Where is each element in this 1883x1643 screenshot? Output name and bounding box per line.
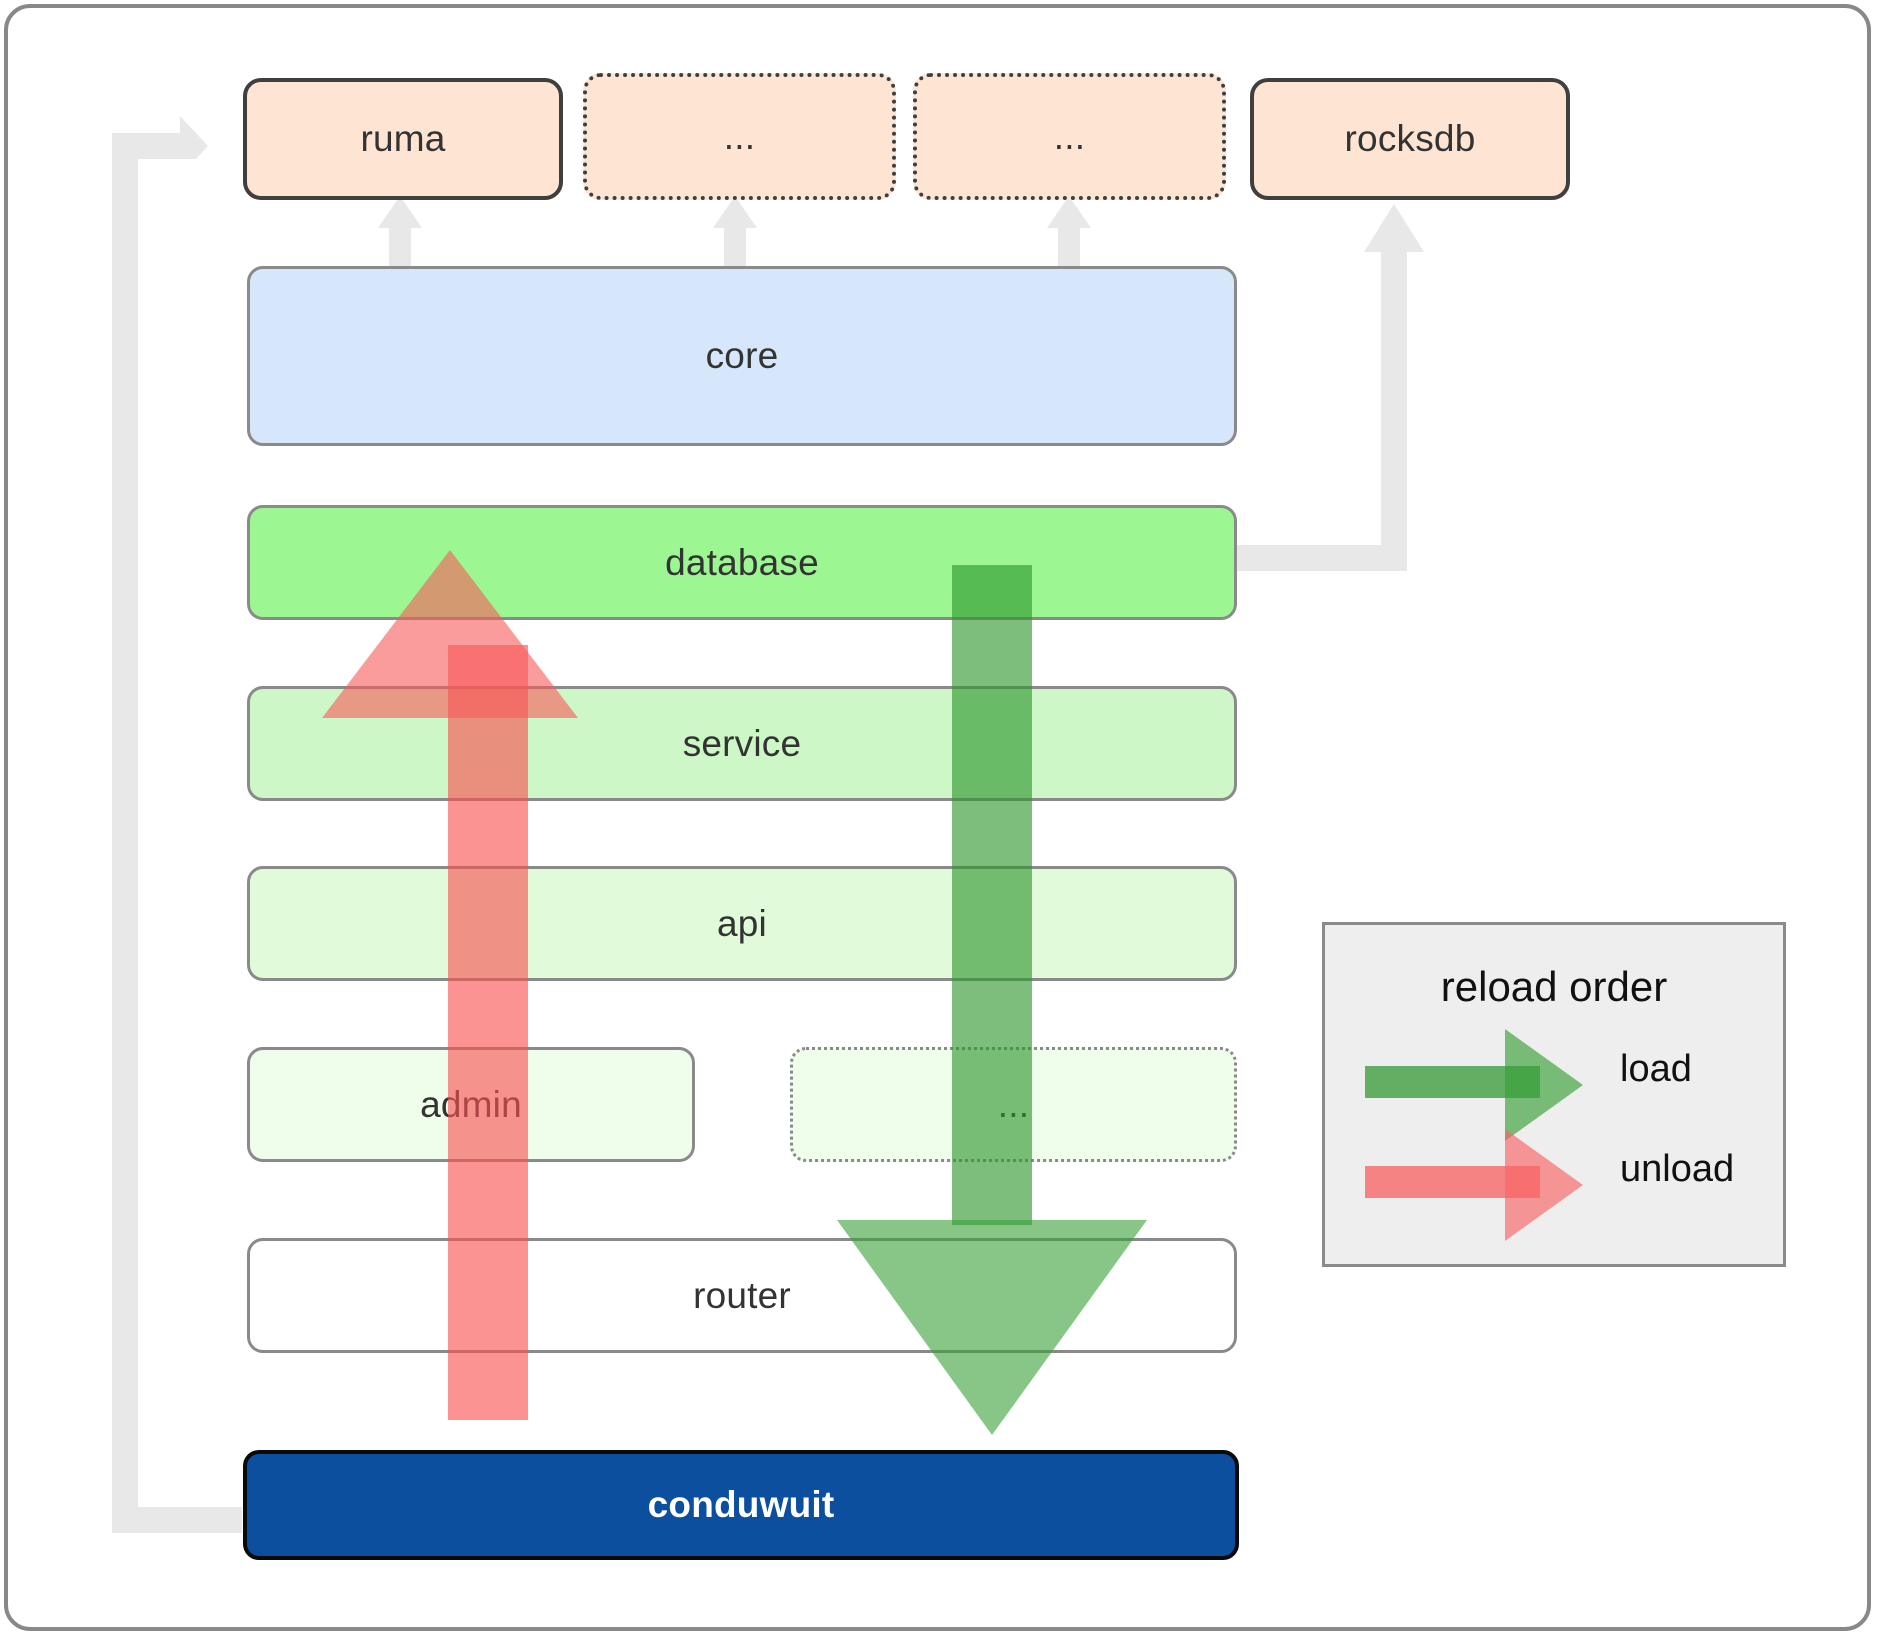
layer-label: service bbox=[682, 722, 802, 764]
connector-rocksdb-horizontal bbox=[1237, 545, 1407, 571]
arrow-stem bbox=[1058, 226, 1080, 266]
layer-label: api bbox=[717, 902, 767, 944]
layer-label: database bbox=[665, 541, 819, 583]
core-box[interactable]: core bbox=[247, 266, 1237, 446]
arrowhead-up-icon bbox=[378, 196, 422, 228]
legend-title: reload order bbox=[1440, 963, 1668, 1010]
dependency-label: ... bbox=[1053, 115, 1086, 157]
connector-rocksdb-vertical bbox=[1381, 248, 1407, 568]
arrow-stem bbox=[724, 226, 746, 266]
dependency-label: rocksdb bbox=[1344, 118, 1476, 159]
connector-trunk-bottom bbox=[112, 1507, 242, 1533]
legend-panel: reload order load unload bbox=[1322, 922, 1786, 1267]
dependency-box-2[interactable]: ... bbox=[583, 73, 896, 200]
legend-unload-arrow bbox=[1365, 1129, 1595, 1241]
unload-arrow bbox=[322, 550, 580, 1420]
unload-arrow-shaft bbox=[448, 645, 528, 1420]
legend-load-head-icon bbox=[1505, 1029, 1583, 1141]
arrow-core-to-dep2 bbox=[713, 196, 757, 266]
connector-trunk-inner-cut bbox=[138, 159, 254, 1507]
arrow-core-to-dep3 bbox=[1047, 196, 1091, 266]
diagram-frame bbox=[4, 4, 1871, 1631]
legend-unload-head-icon bbox=[1505, 1129, 1583, 1241]
arrowhead-up-icon bbox=[713, 196, 757, 228]
dependency-box-ruma[interactable]: ruma bbox=[243, 78, 563, 200]
connector-branch-ruma-horizontal bbox=[112, 133, 182, 159]
dependency-label: ruma bbox=[360, 118, 446, 159]
load-arrow bbox=[837, 565, 1147, 1435]
layer-label: router bbox=[693, 1274, 791, 1316]
load-arrow-shaft bbox=[952, 565, 1032, 1225]
legend-load-arrow bbox=[1365, 1029, 1595, 1141]
unload-arrow-head-icon bbox=[322, 550, 578, 718]
app-label: conduwuit bbox=[647, 1484, 835, 1525]
arrow-core-to-ruma bbox=[378, 196, 422, 266]
dependency-box-rocksdb[interactable]: rocksdb bbox=[1250, 78, 1570, 200]
legend-label-load: load bbox=[1620, 1048, 1692, 1090]
core-label: core bbox=[705, 335, 779, 376]
arrowhead-up-icon bbox=[1047, 196, 1091, 228]
connector-rocksdb-arrowhead bbox=[1364, 204, 1424, 252]
layer-box-api[interactable]: api bbox=[247, 866, 1237, 981]
app-box-conduwuit[interactable]: conduwuit bbox=[243, 1450, 1239, 1560]
dependency-label: ... bbox=[723, 115, 756, 157]
arrow-stem bbox=[389, 226, 411, 266]
legend-label-unload: unload bbox=[1620, 1148, 1735, 1190]
dependency-box-3[interactable]: ... bbox=[913, 73, 1226, 200]
load-arrow-head-icon bbox=[837, 1220, 1147, 1435]
